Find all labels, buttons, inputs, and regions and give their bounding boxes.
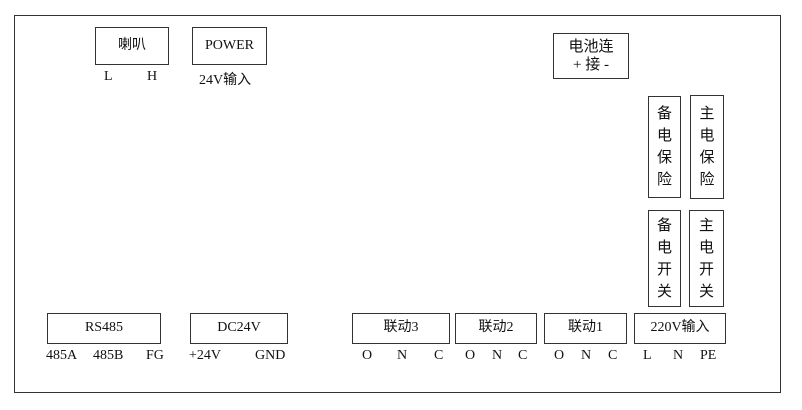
terminal-label: GND <box>255 348 286 363</box>
terminal-label: N <box>673 348 684 363</box>
terminal-label: C <box>434 348 444 363</box>
char: 关 <box>656 283 672 300</box>
rs485-label: RS485 <box>84 320 124 336</box>
char: 电 <box>656 239 672 256</box>
main-fuse: 主电保险 <box>690 95 724 199</box>
terminal-label: C <box>608 348 618 363</box>
terminal-label: N <box>581 348 592 363</box>
speaker-l-label: L <box>104 69 113 84</box>
battery-terminal: 电池连 + 接 - <box>553 33 629 79</box>
terminal-label: +24V <box>189 348 222 363</box>
terminal-label: C <box>518 348 528 363</box>
power-terminal: POWER <box>192 27 267 65</box>
ac220-label: 220V输入 <box>650 320 710 336</box>
speaker-terminal: 喇叭 <box>95 27 169 65</box>
char: 关 <box>698 283 714 300</box>
link2-terminal: 联动2 <box>455 313 537 344</box>
dc24v-label: DC24V <box>217 320 261 336</box>
terminal-label: N <box>492 348 503 363</box>
char: 主 <box>699 106 715 122</box>
terminal-label: 485A <box>46 348 78 363</box>
terminal-label: O <box>465 348 476 363</box>
link1-terminal: 联动1 <box>544 313 627 344</box>
dc24v-terminal: DC24V <box>190 313 288 344</box>
terminal-label: FG <box>146 348 164 363</box>
battery-polarity-label: + 接 - <box>573 57 609 73</box>
backup-switch: 备电开关 <box>648 210 681 307</box>
terminal-label: N <box>397 348 408 363</box>
battery-label: 电池连 <box>568 39 614 55</box>
char: 电 <box>699 128 715 144</box>
link3-terminal: 联动3 <box>352 313 450 344</box>
char: 开 <box>698 261 714 278</box>
terminal-label: 485B <box>93 348 124 363</box>
board-outline <box>14 15 781 393</box>
main-switch: 主电开关 <box>689 210 724 307</box>
char: 主 <box>698 217 714 234</box>
char: 险 <box>656 172 672 188</box>
char: 电 <box>656 128 672 144</box>
rs485-terminal: RS485 <box>47 313 161 344</box>
char: 备 <box>656 106 672 122</box>
terminal-label: O <box>554 348 565 363</box>
terminal-label: O <box>362 348 373 363</box>
speaker-h-label: H <box>147 69 158 84</box>
char: 保 <box>656 150 672 166</box>
link3-label: 联动3 <box>383 320 419 336</box>
link1-label: 联动1 <box>568 320 603 336</box>
ac220-terminal: 220V输入 <box>634 313 726 344</box>
backup-fuse: 备电保险 <box>648 96 681 198</box>
char: 险 <box>699 172 715 188</box>
power-label: POWER <box>205 37 254 53</box>
speaker-label: 喇叭 <box>118 37 146 53</box>
char: 电 <box>698 239 714 256</box>
char: 开 <box>656 261 672 278</box>
link2-label: 联动2 <box>478 320 514 336</box>
terminal-label: L <box>643 348 652 363</box>
char: 备 <box>656 217 672 234</box>
terminal-label: PE <box>700 348 717 363</box>
power-input-label: 24V输入 <box>199 73 252 88</box>
char: 保 <box>699 150 715 166</box>
